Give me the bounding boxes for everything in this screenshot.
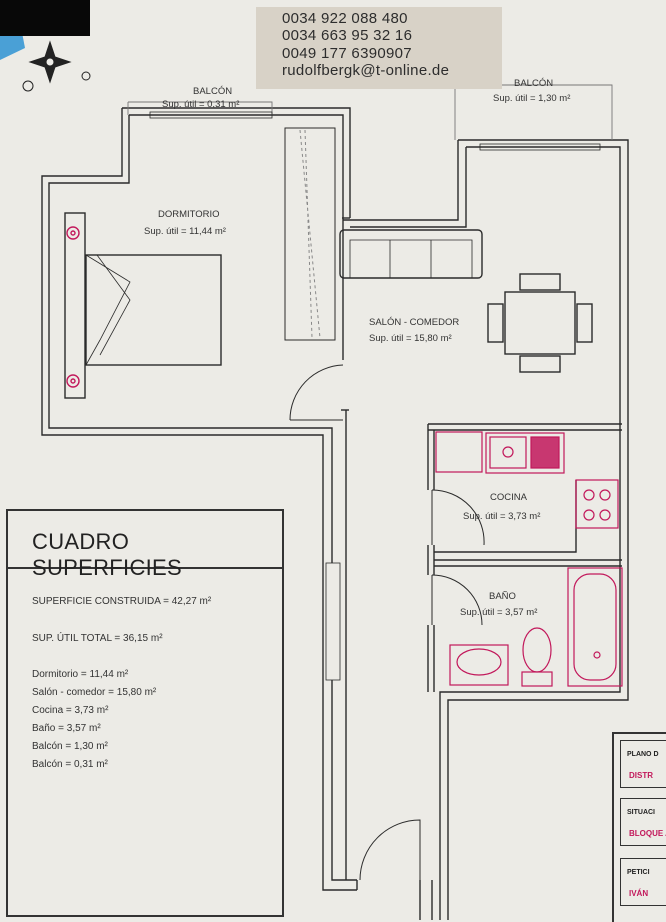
surface-summary-table: CUADRO SUPERFICIES SUPERFICIE CONSTRUIDA… — [6, 509, 284, 917]
summary-item: Cocina = 3,73 m² — [32, 705, 109, 716]
contact-phone-1: 0034 922 088 480 — [282, 10, 408, 27]
balcon-left-name: BALCÓN — [193, 86, 233, 97]
legend-plano-value: DISTR — [629, 771, 653, 780]
summary-item: Balcón = 1,30 m² — [32, 741, 108, 752]
legend-peticion-title: PETICI — [627, 869, 650, 876]
dining-table — [487, 273, 593, 373]
bed — [64, 212, 222, 399]
contact-info-box: 0034 922 088 480 0034 663 95 32 16 0049 … — [256, 7, 502, 89]
balcon-left-area: Sup. útil = 0,31 m² — [162, 99, 240, 110]
doors — [289, 364, 485, 881]
dormitorio-area: Sup. útil = 11,44 m² — [144, 226, 226, 237]
legend-cell-peticion: PETICI IVÁN — [620, 858, 666, 906]
salon-name: SALÓN - COMEDOR — [369, 317, 460, 328]
redaction-top-left — [0, 0, 90, 36]
balcon-right-name: BALCÓN — [514, 78, 554, 89]
cocina-area: Sup. útil = 3,73 m² — [463, 511, 541, 522]
balcony-outlines — [127, 84, 613, 140]
summary-item: Baño = 3,57 m² — [32, 723, 101, 734]
exterior-walls — [41, 107, 629, 920]
summary-item: Salón - comedor = 15,80 m² — [32, 687, 157, 698]
bano-area: Sup. útil = 3,57 m² — [460, 607, 538, 618]
summary-util-total: SUP. ÚTIL TOTAL = 36,15 m² — [32, 633, 163, 644]
bano-name: BAÑO — [489, 591, 516, 602]
contact-email: rudolfbergk@t-online.de — [282, 62, 450, 80]
summary-title: CUADRO SUPERFICIES — [8, 511, 282, 580]
legend-situacion-title: SITUACI — [627, 809, 655, 816]
legend-cell-situacion: SITUACI BLOQUE A — [620, 798, 666, 846]
legend-cell-plano: PLANO D DISTR — [620, 740, 666, 788]
salon-area: Sup. útil = 15,80 m² — [369, 333, 452, 344]
wardrobe — [284, 127, 336, 341]
balcon-right-area: Sup. útil = 1,30 m² — [493, 93, 571, 104]
dormitorio-name: DORMITORIO — [158, 209, 220, 220]
compass-icon — [22, 40, 91, 92]
summary-construida: SUPERFICIE CONSTRUIDA = 42,27 m² — [32, 596, 212, 607]
kitchen-bath-walls — [427, 423, 622, 692]
windows — [149, 111, 601, 681]
legend-peticion-value: IVÁN — [629, 889, 649, 898]
sofa — [339, 229, 483, 279]
pink-fixtures — [435, 431, 623, 687]
contact-phone-2: 0034 663 95 32 16 — [282, 27, 413, 45]
contact-phone-3: 0049 177 6390907 — [282, 44, 412, 62]
legend-situacion-value: BLOQUE A — [629, 829, 666, 838]
summary-item: Balcón = 0,31 m² — [32, 759, 108, 770]
title-block-legend: PLANO D DISTR SITUACI BLOQUE A PETICI IV… — [612, 732, 666, 922]
summary-item: Dormitorio = 11,44 m² — [32, 669, 129, 680]
cocina-name: COCINA — [490, 492, 527, 503]
legend-plano-title: PLANO D — [627, 751, 659, 758]
